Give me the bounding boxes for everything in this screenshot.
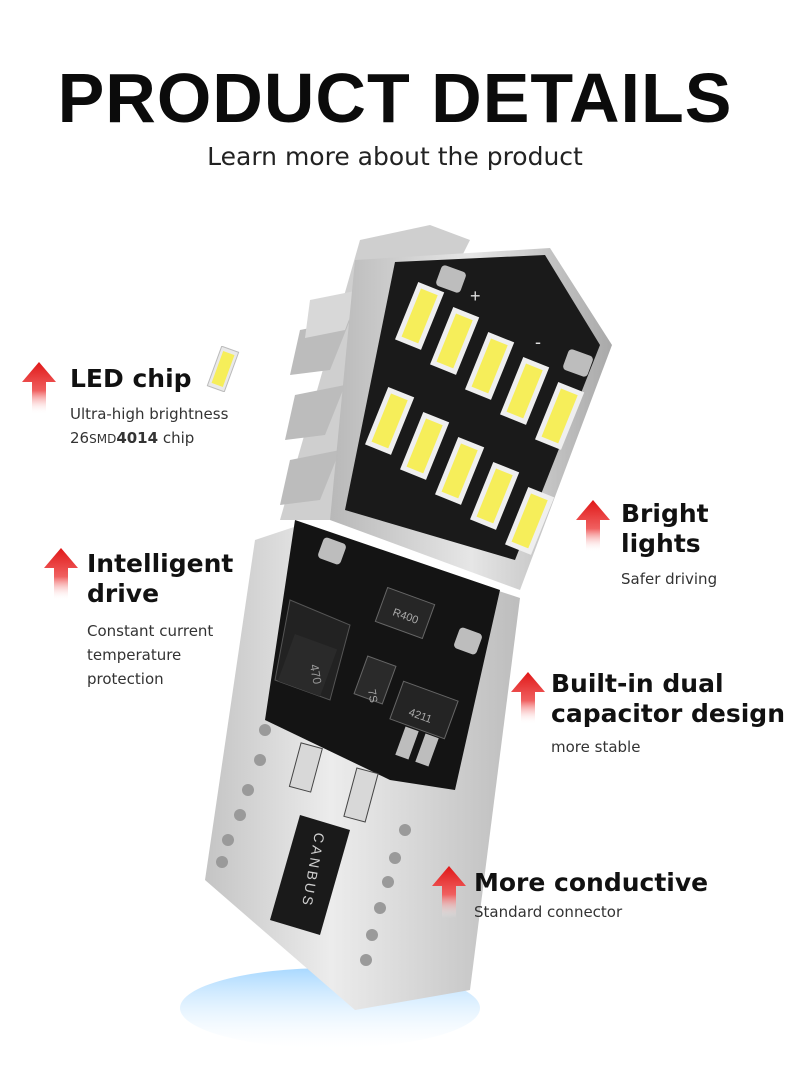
feature-desc: Safer driving [621, 570, 718, 588]
feature-title-line: Built-in dual [551, 669, 724, 698]
feature-title-line: Bright [621, 499, 709, 528]
led-array [365, 281, 585, 555]
feature-desc: Constant current temperature protection [87, 619, 233, 691]
up-arrow-icon [432, 866, 466, 918]
feature-desc: Ultra-high brightness 26SMD4014 chip [70, 402, 228, 451]
feature-title: LED chip [70, 364, 192, 393]
led-chip [365, 386, 415, 455]
feature-title: Bright lights [621, 499, 717, 559]
page-title: PRODUCT DETAILS [57, 59, 733, 137]
led-chip [435, 436, 485, 505]
up-arrow-icon [576, 500, 610, 552]
chip-word: chip [158, 429, 195, 447]
feature-title-line: capacitor design [551, 699, 785, 728]
feature-title: More conductive [474, 868, 709, 897]
feature-title-line: Intelligent [87, 549, 234, 578]
led-chip-icon [206, 346, 240, 392]
feature-conductive: More conductive Standard connector [474, 868, 708, 924]
led-chip [395, 281, 445, 350]
led-chip [400, 411, 450, 480]
led-chip [470, 461, 520, 530]
feature-intelligent-drive: Intelligent drive Constant current tempe… [87, 549, 233, 691]
feature-title-line: lights [621, 529, 701, 558]
led-chip [500, 356, 550, 425]
led-chip [535, 381, 585, 450]
feature-led-chip: LED chip Ultra-high brightness 26SMD4014… [70, 364, 228, 451]
pcb-minus-mark: - [535, 332, 541, 352]
chip-type: SMD [89, 432, 117, 446]
led-chip [430, 306, 480, 375]
feature-title: Built-in dual capacitor design [551, 669, 785, 729]
feature-desc-line: 26SMD4014 chip [70, 426, 228, 451]
page-subtitle: Learn more about the product [207, 142, 583, 171]
feature-desc-line: Constant current [87, 622, 214, 640]
pcb-plus-mark: + [470, 286, 481, 306]
pcb-mark-470: 470 [307, 663, 324, 685]
feature-bright-lights: Bright lights Safer driving [621, 499, 717, 591]
feature-dual-capacitor: Built-in dual capacitor design more stab… [551, 669, 785, 759]
feature-title-line: drive [87, 579, 160, 608]
pcb-components: 470 R400 4211 7S [274, 537, 482, 767]
pcb-mark-7s: 7S [365, 688, 379, 703]
feature-title: Intelligent drive [87, 549, 233, 609]
feature-desc: Standard connector [474, 903, 623, 921]
feature-desc-line: Ultra-high brightness [70, 405, 229, 423]
up-arrow-icon [44, 548, 78, 600]
up-arrow-icon [22, 362, 56, 414]
chip-count: 26 [70, 429, 90, 447]
feature-desc: more stable [551, 738, 641, 756]
up-arrow-icon [511, 672, 545, 724]
chip-model: 4014 [116, 429, 159, 447]
base-contacts [216, 724, 411, 966]
led-chip [465, 331, 515, 400]
led-chip [505, 486, 555, 555]
feature-desc-line: protection [87, 670, 164, 688]
feature-desc-line: temperature [87, 646, 182, 664]
